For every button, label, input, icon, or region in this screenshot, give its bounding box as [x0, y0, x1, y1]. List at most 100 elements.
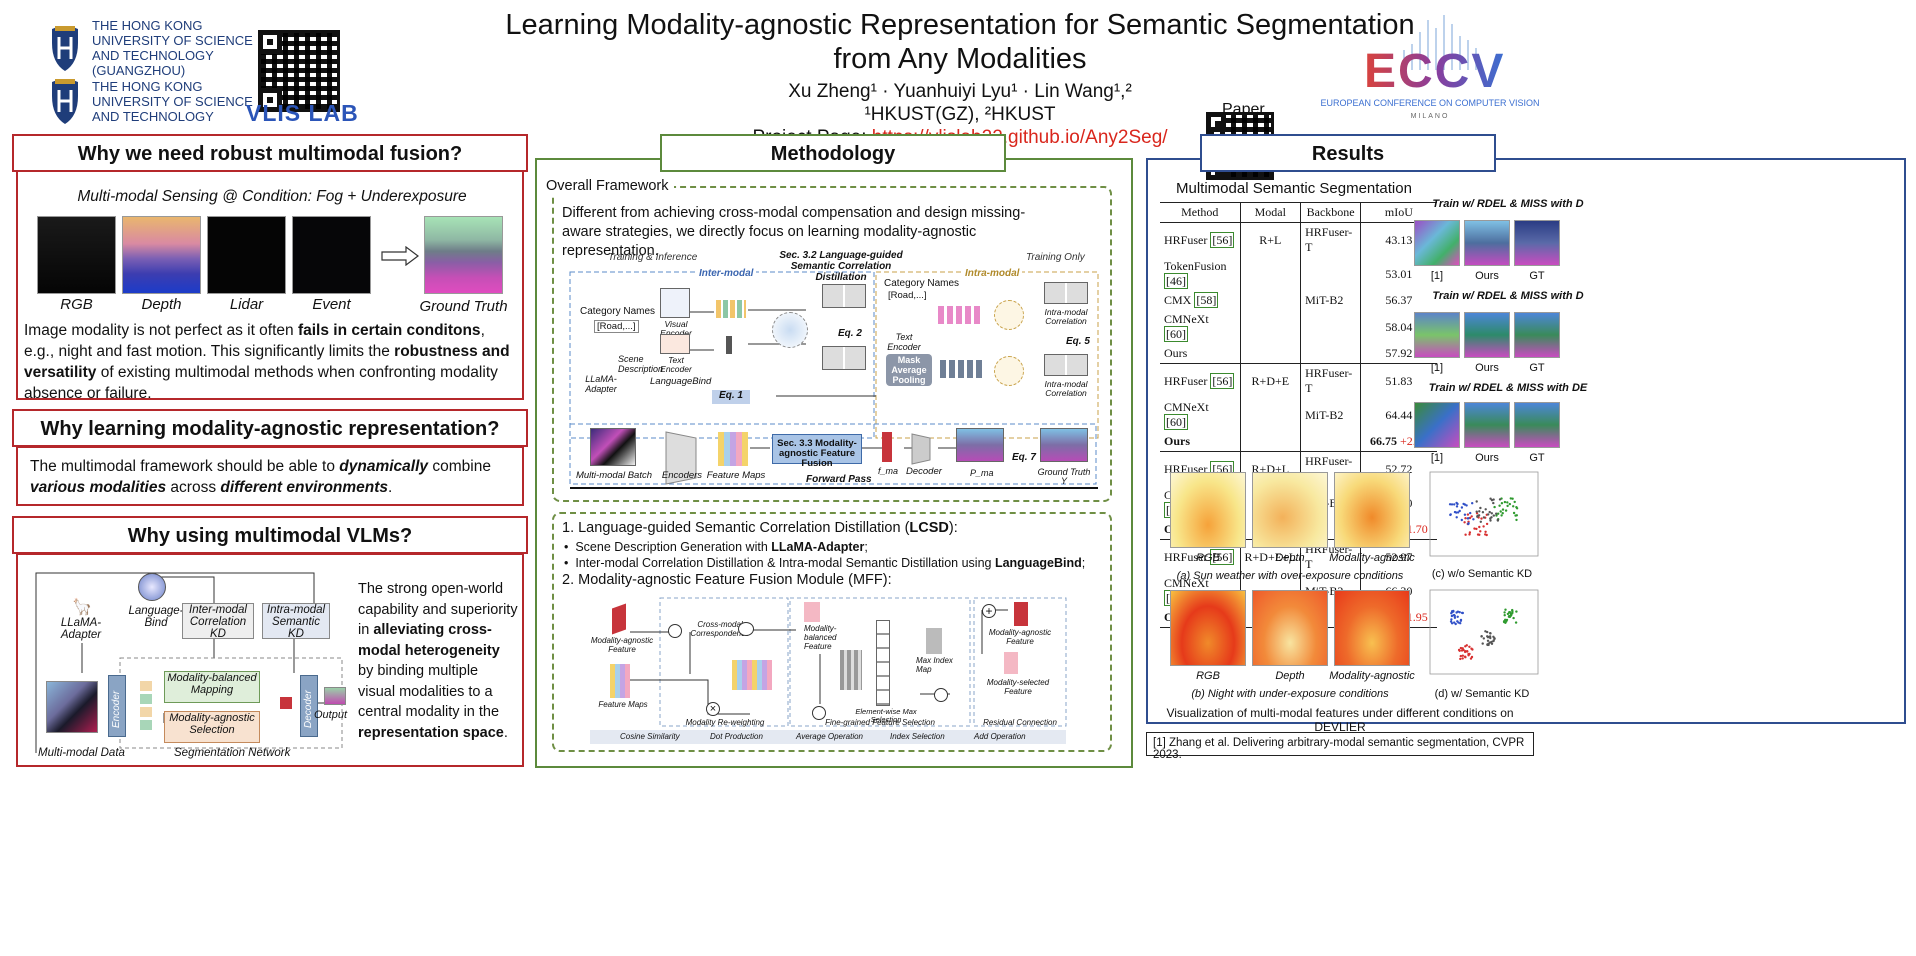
uni1-line4: (GUANGZHOU)	[92, 63, 186, 78]
tsne-point	[1448, 503, 1452, 506]
tsne-point	[1467, 654, 1470, 657]
gt-image	[1040, 428, 1088, 462]
label-lidar: Lidar	[229, 296, 264, 313]
tsne-point	[1463, 521, 1466, 524]
pred-image	[956, 428, 1004, 462]
tsne-point	[1449, 513, 1452, 517]
col-backbone: Backbone	[1300, 202, 1361, 223]
tsne-point	[1485, 522, 1489, 526]
heat-a-agnostic	[1334, 472, 1410, 548]
heatmaps-a: RGB Depth Modality-agnostic (a) Sun weat…	[1170, 472, 1420, 582]
method-name: HRFuser	[1164, 373, 1208, 388]
tsne-point	[1453, 503, 1456, 506]
tsne-frame	[1429, 589, 1539, 675]
tsne-point	[1507, 615, 1511, 618]
train3-img-ref	[1414, 402, 1460, 448]
tsne-point	[1480, 517, 1483, 520]
tsne-point	[1492, 514, 1495, 517]
rgb-image	[37, 216, 116, 294]
hkust-gz-logo: THE HONG KONG UNIVERSITY OF SCIENCE AND …	[48, 18, 253, 78]
train1-label-gt: GT	[1529, 270, 1545, 282]
tsne-point	[1464, 533, 1467, 536]
visual-encoder-label: Visual Encoder	[660, 319, 692, 338]
fine-grained-label: Fine-grained Feature Selection	[825, 718, 935, 727]
method-name: CMNeXt	[1164, 400, 1209, 414]
tsne-point	[1452, 614, 1455, 617]
tsne-point	[1486, 643, 1489, 647]
max-index-label: Max Index Map	[916, 656, 953, 674]
lab-qr-code[interactable]	[258, 30, 1916, 112]
train2-label-ours: Ours	[1475, 362, 1499, 374]
agnostic-text-c: combine	[428, 458, 491, 475]
legend-idx: Index Selection	[890, 732, 945, 741]
tsne-point	[1472, 518, 1475, 521]
tsne-point	[1480, 635, 1483, 638]
fusion-text-d: robustness and versatility	[24, 343, 510, 381]
uni1-line2: UNIVERSITY OF SCIENCE	[92, 33, 253, 48]
intra-graph-top	[994, 300, 1024, 330]
train3-label-ours: Ours	[1475, 452, 1499, 464]
heat-b-label-rgb: RGB	[1196, 670, 1220, 682]
tsne-point	[1479, 520, 1482, 523]
tsne-point	[1479, 506, 1482, 510]
citation-ref: [56]	[1210, 548, 1235, 565]
title-line2: from Any Modalities	[833, 43, 1087, 75]
tsne-point	[1514, 621, 1518, 624]
tsne-point	[1470, 655, 1474, 659]
tsne-point	[1514, 514, 1517, 517]
cell-backbone: HRFuser-T	[1300, 363, 1361, 398]
train3-label-ref: [1]	[1430, 452, 1444, 464]
tsne-point	[1501, 512, 1504, 515]
miou-value: 66.75	[1370, 434, 1397, 448]
paper-label: Paper	[1222, 101, 1265, 118]
tsne-point	[1459, 657, 1462, 661]
train1-img-ours	[1464, 220, 1510, 266]
cell-backbone	[1300, 257, 1361, 291]
agnostic-text-f: different environments	[220, 479, 389, 496]
output-label: Output	[314, 709, 348, 721]
caption-c: (c) w/o Semantic KD	[1431, 568, 1533, 580]
feature-maps-label: Feature Maps	[706, 470, 766, 481]
mff-figure: Modality-agnostic Feature Feature Maps C…	[590, 594, 1096, 746]
dot-node: ×	[706, 702, 720, 716]
tsne-point	[1481, 642, 1484, 645]
output-feature-block	[1014, 602, 1028, 626]
feature-maps-stack	[610, 664, 630, 698]
feature-stack	[140, 681, 152, 733]
bullet1-a: Scene Description Generation with	[575, 540, 772, 554]
tsne-point	[1460, 611, 1464, 615]
sec33-box: Sec. 3.3 Modality-agnostic Feature Fusio…	[772, 434, 862, 469]
tsne-point	[1459, 618, 1463, 622]
legend-train-inference: Training & Inference	[608, 252, 698, 263]
tsne-point	[1486, 636, 1490, 639]
hkust-emblem-icon	[52, 79, 78, 124]
scene-desc-label: Scene Description	[618, 354, 664, 374]
fusion-text-c: , e.g., night and fast motion. This sign…	[24, 322, 485, 360]
text-encoder-box	[660, 334, 690, 354]
method-name: CMNeXt	[1164, 576, 1209, 590]
inter-modal-label: Inter-modal	[696, 268, 757, 279]
reweight-label: Modality Re-weighting	[685, 718, 765, 727]
tsne-point	[1504, 608, 1507, 611]
caption-a: (a) Sun weather with over-exposure condi…	[1176, 570, 1404, 582]
method-name: Ours	[1164, 346, 1188, 360]
why-vlm-panel: 🦙 LLaMA-Adapter Language-Bind Inter-moda…	[16, 553, 524, 767]
tsne-point	[1468, 533, 1471, 536]
tsne-point	[1460, 506, 1464, 509]
tsne-point	[1473, 527, 1476, 530]
tsne-point	[1515, 610, 1518, 613]
legend-dot: Dot Production	[710, 732, 763, 741]
citation-ref: [58]	[1194, 292, 1219, 308]
cosine-graph	[772, 312, 808, 348]
miou-value: 43.13	[1385, 232, 1413, 247]
tsne-point	[1465, 644, 1468, 647]
tsne-point	[1490, 640, 1493, 644]
balanced-feature-label: Modality-balanced Feature	[804, 624, 837, 651]
lcsd-bullet-2: • Inter-modal Correlation Distillation &…	[564, 556, 1086, 570]
eccv-subtitle: EUROPEAN CONFERENCE ON COMPUTER VISION	[1320, 98, 1540, 108]
decoder-label: Decoder	[303, 690, 314, 728]
tsne-point	[1458, 509, 1461, 513]
intra-corr-label-top: Intra-modal Correlation	[1044, 307, 1088, 326]
